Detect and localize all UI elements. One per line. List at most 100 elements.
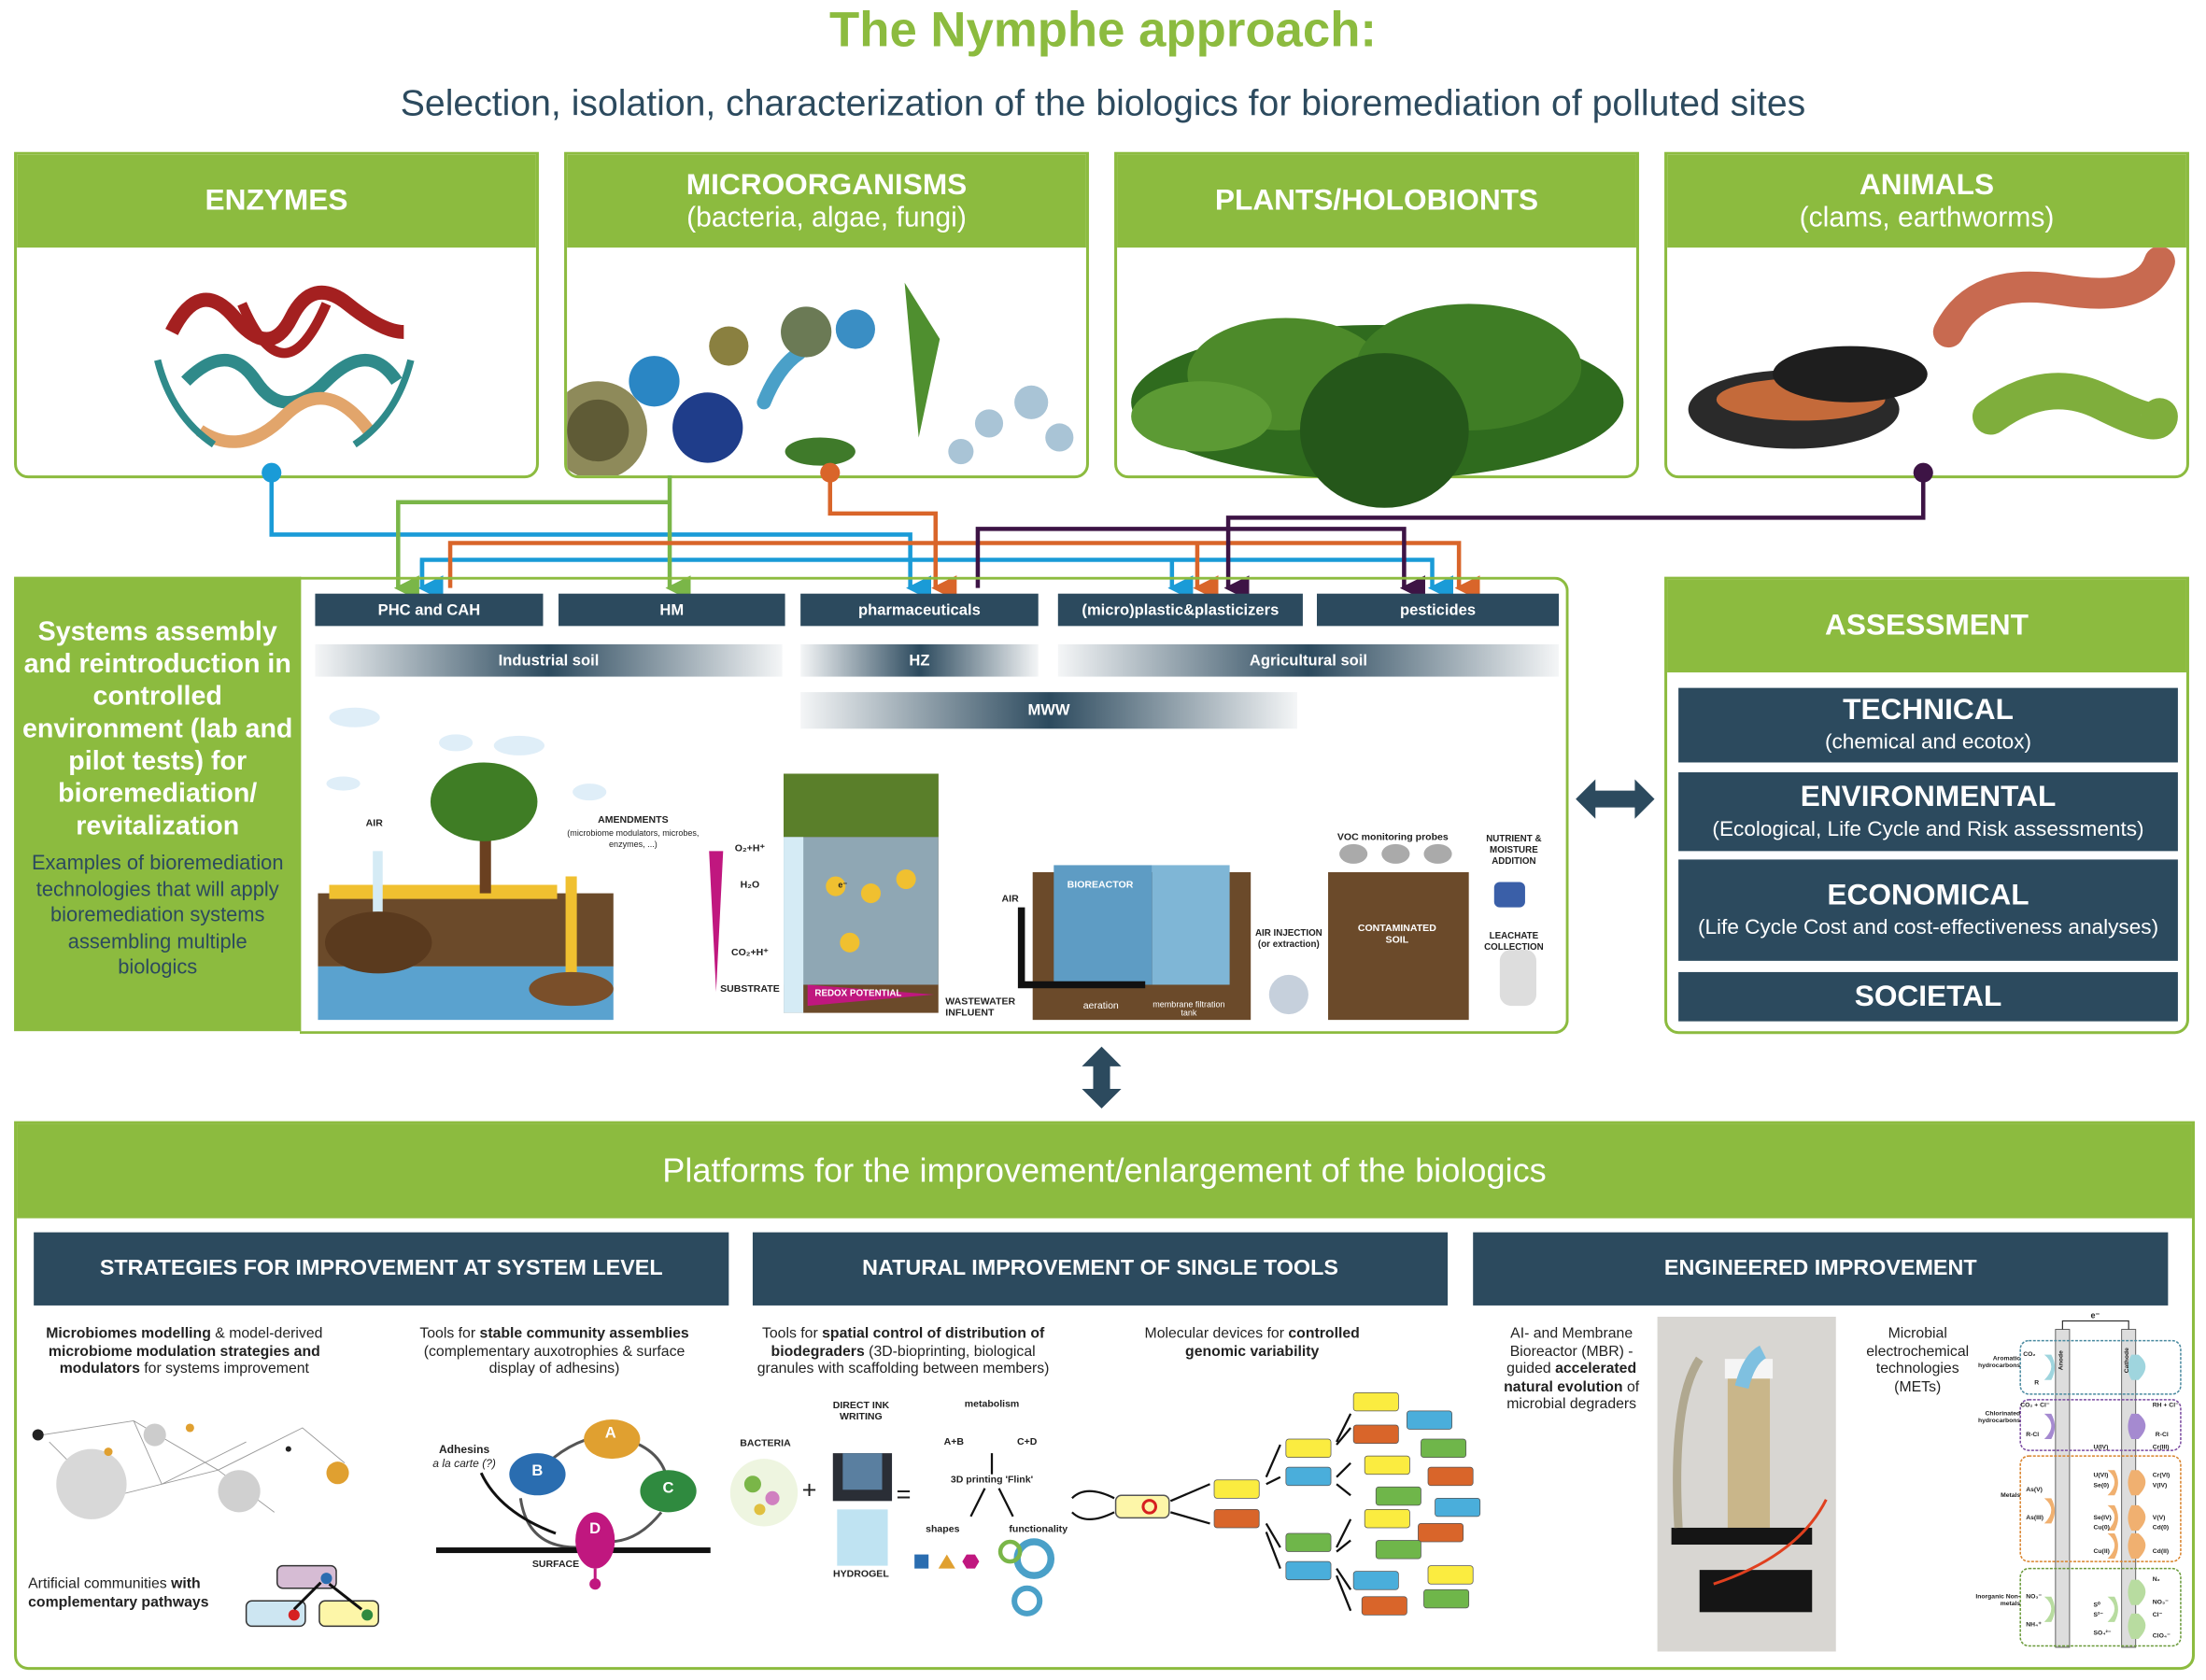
met-diagram (2019, 1320, 2182, 1648)
met-species: Cu(0) (2093, 1523, 2110, 1531)
metabolism-label: metabolism (964, 1399, 1020, 1410)
met-species: Cr(III) (2152, 1443, 2170, 1451)
column-engineered: ENGINEERED IMPROVEMENT (1473, 1232, 2169, 1306)
env-hz: HZ (800, 643, 1039, 677)
text-mets: Microbial electrochemical technologies (… (1866, 1325, 1970, 1395)
page-title: The Nymphe approach: (829, 3, 1377, 58)
met-species: As(V) (2026, 1485, 2043, 1493)
label-o2: O₂+H⁺ (734, 843, 766, 854)
complementary-pathways-icon (245, 1564, 379, 1628)
met-species: U(VI) (2093, 1471, 2109, 1479)
adhesins-label: Adhesins (438, 1443, 490, 1457)
label-contaminated-soil: CONTAMINATED SOIL (1357, 924, 1436, 946)
label-nutrient: NUTRIENT & MOISTURE ADDITION (1486, 834, 1542, 867)
label-redox-horizontal: REDOX POTENTIAL (814, 988, 902, 999)
met-species: N₂ (2152, 1575, 2160, 1583)
text-community-assemblies: Tools for stable community assemblies (c… (419, 1325, 689, 1377)
text-spatial-control: Tools for spatial control of distributio… (757, 1325, 1050, 1377)
assessment-environmental: ENVIRONMENTAL (Ecological, Life Cycle and… (1678, 772, 2178, 852)
card-title: ANIMALS (1859, 168, 1995, 201)
label-air2: AIR (1001, 895, 1019, 905)
label-wastewater: WASTEWATER INFLUENT (945, 997, 1016, 1019)
hydrogel-label: HYDROGEL (833, 1570, 889, 1580)
functionality-label: functionality (1009, 1524, 1068, 1535)
met-group-aromatic: Aromatic hydrocarbons (1977, 1354, 2021, 1369)
assessment-item-title: TECHNICAL (1843, 693, 2014, 727)
met-species: Cu(II) (2093, 1547, 2110, 1555)
met-species: R-Cl (2155, 1431, 2169, 1438)
card-subtitle: (bacteria, algae, fungi) (686, 202, 967, 233)
card-enzymes: ENZYMES (14, 151, 539, 479)
assessment-item-detail: (chemical and ecotox) (1824, 729, 2032, 755)
assessment-item-title: ECONOMICAL (1827, 878, 2029, 911)
met-species: R-Cl (2026, 1431, 2040, 1438)
link-enzymes (269, 473, 932, 601)
label-amendments: AMENDMENTS (598, 815, 669, 826)
clams-earthworm-icon (1688, 247, 2178, 449)
assessment-societal: SOCIETAL (1678, 971, 2178, 1022)
label-redox-vertical: REDOX POTENTIAL (721, 851, 730, 932)
platforms-panel: Platforms for the improvement/enlargemen… (14, 1121, 2195, 1671)
met-species: Cd(II) (2152, 1547, 2170, 1555)
cell-a-label: A (604, 1424, 616, 1443)
assessment-item-title: ENVIRONMENTAL (1800, 780, 2057, 812)
label-membrane: membrane filtration tank (1152, 1001, 1225, 1019)
met-species: R (2034, 1378, 2040, 1386)
cell-c-label: C (662, 1479, 674, 1497)
shapes-label: shapes (926, 1524, 960, 1535)
cell-d-label: D (589, 1520, 601, 1538)
label-air: AIR (365, 818, 383, 829)
link-microorganisms (827, 473, 957, 601)
equals-sign: = (896, 1479, 912, 1508)
systems-examples: Examples of bioremediation technologies … (31, 852, 284, 980)
env-agricultural-soil: Agricultural soil (1057, 643, 1560, 677)
double-arrow-horizontal-icon (1576, 779, 1655, 819)
page-subtitle: Selection, isolation, characterization o… (400, 81, 1806, 124)
link-animals (1223, 473, 1926, 601)
cd-label: C+D (1016, 1437, 1038, 1448)
label-h2o: H₂O (740, 881, 760, 891)
env-mww: MWW (800, 692, 1297, 729)
text-mbr-evolution: AI- and Membrane Bioreactor (MBR) - guid… (1504, 1325, 1640, 1413)
text-artificial-communities: Artificial communities with complementar… (28, 1575, 209, 1611)
clouds-icon (326, 707, 607, 801)
met-species: Cl⁻ (2152, 1610, 2163, 1618)
met-species: ClO₄⁻ (2152, 1631, 2171, 1639)
assessment-item-detail: (Life Cycle Cost and cost-effectiveness … (1697, 914, 2159, 939)
assessment-economical: ECONOMICAL (Life Cycle Cost and cost-effe… (1678, 859, 2178, 961)
alacarte-label: a la carte (?) (432, 1457, 496, 1471)
assessment-title: ASSESSMENT (1667, 579, 2186, 673)
flink-label: 3D printing 'Flink' (950, 1475, 1034, 1486)
label-amendments-detail: (microbiome modulators, microbes, enzyme… (567, 829, 700, 850)
met-species: CO₂ + Cl⁻ (2020, 1401, 2050, 1408)
category-phc-cah: PHC and CAH (315, 593, 544, 627)
cell-b-label: B (531, 1462, 544, 1480)
met-species: V(IV) (2152, 1481, 2168, 1489)
label-aeration: aeration (1082, 1001, 1119, 1012)
column-system-level: STRATEGIES FOR IMPROVEMENT AT SYSTEM LEV… (34, 1232, 729, 1306)
met-species: S²⁻ (2093, 1610, 2103, 1618)
text-microbiome-modelling: Microbiomes modelling & model-derived mi… (46, 1325, 323, 1377)
double-arrow-vertical-icon (1082, 1046, 1122, 1109)
assessment-item-detail: (Ecological, Life Cycle and Risk assessm… (1712, 816, 2144, 841)
text-genomic-variability: Molecular devices for controlled genomic… (1144, 1325, 1360, 1360)
met-group-chlorinated: Chlorinated hydrocarbons (1977, 1409, 2021, 1424)
met-species: Se(0) (2093, 1481, 2110, 1489)
met-species: NH₄⁺ (2026, 1620, 2042, 1628)
systems-heading: Systems assembly and reintroduction in c… (21, 617, 293, 841)
met-species: SO₄²⁻ (2093, 1629, 2112, 1636)
card-title: MICROORGANISMS (686, 168, 968, 201)
met-species: S⁰ (2093, 1601, 2100, 1608)
met-species: NO₃⁻ (2152, 1598, 2169, 1605)
genomic-variability-tree (1071, 1391, 1481, 1616)
column-natural-improvement: NATURAL IMPROVEMENT OF SINGLE TOOLS (752, 1232, 1449, 1306)
technology-illustrations (318, 707, 1536, 1021)
surface-label: SURFACE (531, 1560, 580, 1571)
met-cathode: Cathode (2123, 1348, 2130, 1374)
mbr-photo (1657, 1316, 1836, 1652)
plants-icon (1131, 304, 1624, 508)
microbes-icon (567, 282, 1074, 476)
category-hm: HM (559, 593, 785, 627)
category-pesticides: pesticides (1316, 593, 1560, 627)
systems-panel: Systems assembly and reintroduction in c… (14, 576, 302, 1032)
